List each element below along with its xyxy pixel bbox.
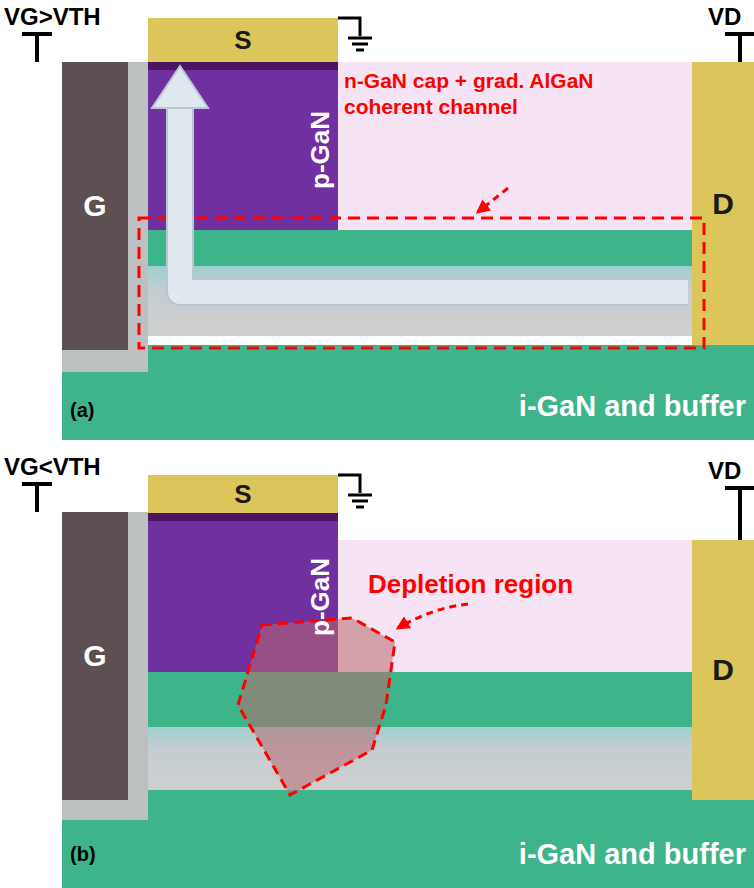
leader-line [398, 604, 468, 628]
terminal-symbol [22, 484, 52, 512]
buffer-layer: i-GaN and buffer [62, 372, 754, 440]
layer-name: D [712, 187, 734, 221]
gate-electrode: G [62, 512, 128, 800]
terminal-symbol [725, 488, 754, 540]
cap-layer [338, 62, 692, 230]
arrow-head [152, 66, 208, 108]
terminal-label: VD [708, 2, 741, 32]
arrow-shaft [180, 106, 688, 292]
barrier-layer [148, 230, 692, 266]
terminal-label: VD [708, 456, 741, 486]
terminal-label: VG>VTH [4, 2, 101, 32]
panel-label: (b) [70, 842, 96, 867]
source-contact [148, 475, 338, 513]
buffer-layer: i-GaN and buffer [62, 820, 754, 888]
ground-symbol [338, 18, 372, 50]
leader-line [478, 188, 508, 212]
layer-name: p-GaN [305, 111, 336, 189]
terminal-label: VG<VTH [4, 452, 101, 482]
terminal-symbol [725, 34, 754, 62]
gate-dielectric [62, 512, 148, 820]
arrow-shaft [180, 106, 688, 292]
layer-name: i-GaN and buffer [519, 390, 746, 423]
layer-name: D [712, 653, 734, 687]
source-contact [148, 18, 338, 62]
contact-strip [148, 62, 338, 70]
buffer-layer [62, 790, 754, 888]
terminal-symbol [22, 34, 52, 62]
drain-contact [692, 540, 754, 800]
source-contact: S [148, 475, 338, 513]
depletion-region [238, 618, 395, 795]
layer-name: S [234, 25, 251, 56]
graded-channel [148, 727, 692, 790]
callout-label: Depletion region [368, 568, 573, 601]
ground-symbol [338, 475, 372, 507]
layer-name: i-GaN and buffer [519, 838, 746, 871]
barrier-layer [148, 672, 692, 727]
buffer-layer [62, 345, 754, 440]
p-gan-layer: p-GaN [148, 70, 338, 230]
gate-electrode [62, 512, 128, 800]
layer-name: G [83, 639, 106, 673]
p-gan-layer: p-GaN [148, 521, 338, 672]
gate-electrode [62, 62, 128, 350]
drain-contact [692, 62, 754, 345]
layer-name: G [83, 189, 106, 223]
layer-name: S [234, 479, 251, 510]
current-flow-arrow [152, 66, 688, 292]
gate-electrode: G [62, 62, 128, 350]
contact-strip [148, 513, 338, 521]
source-contact: S [148, 18, 338, 62]
gate-dielectric [62, 62, 148, 372]
drain-contact: D [692, 540, 754, 800]
callout-label: n-GaN cap + grad. AlGaN coherent channel [344, 68, 664, 121]
panel-label: (a) [70, 398, 94, 423]
layer-name: p-GaN [305, 558, 336, 636]
drain-contact: D [692, 62, 754, 345]
